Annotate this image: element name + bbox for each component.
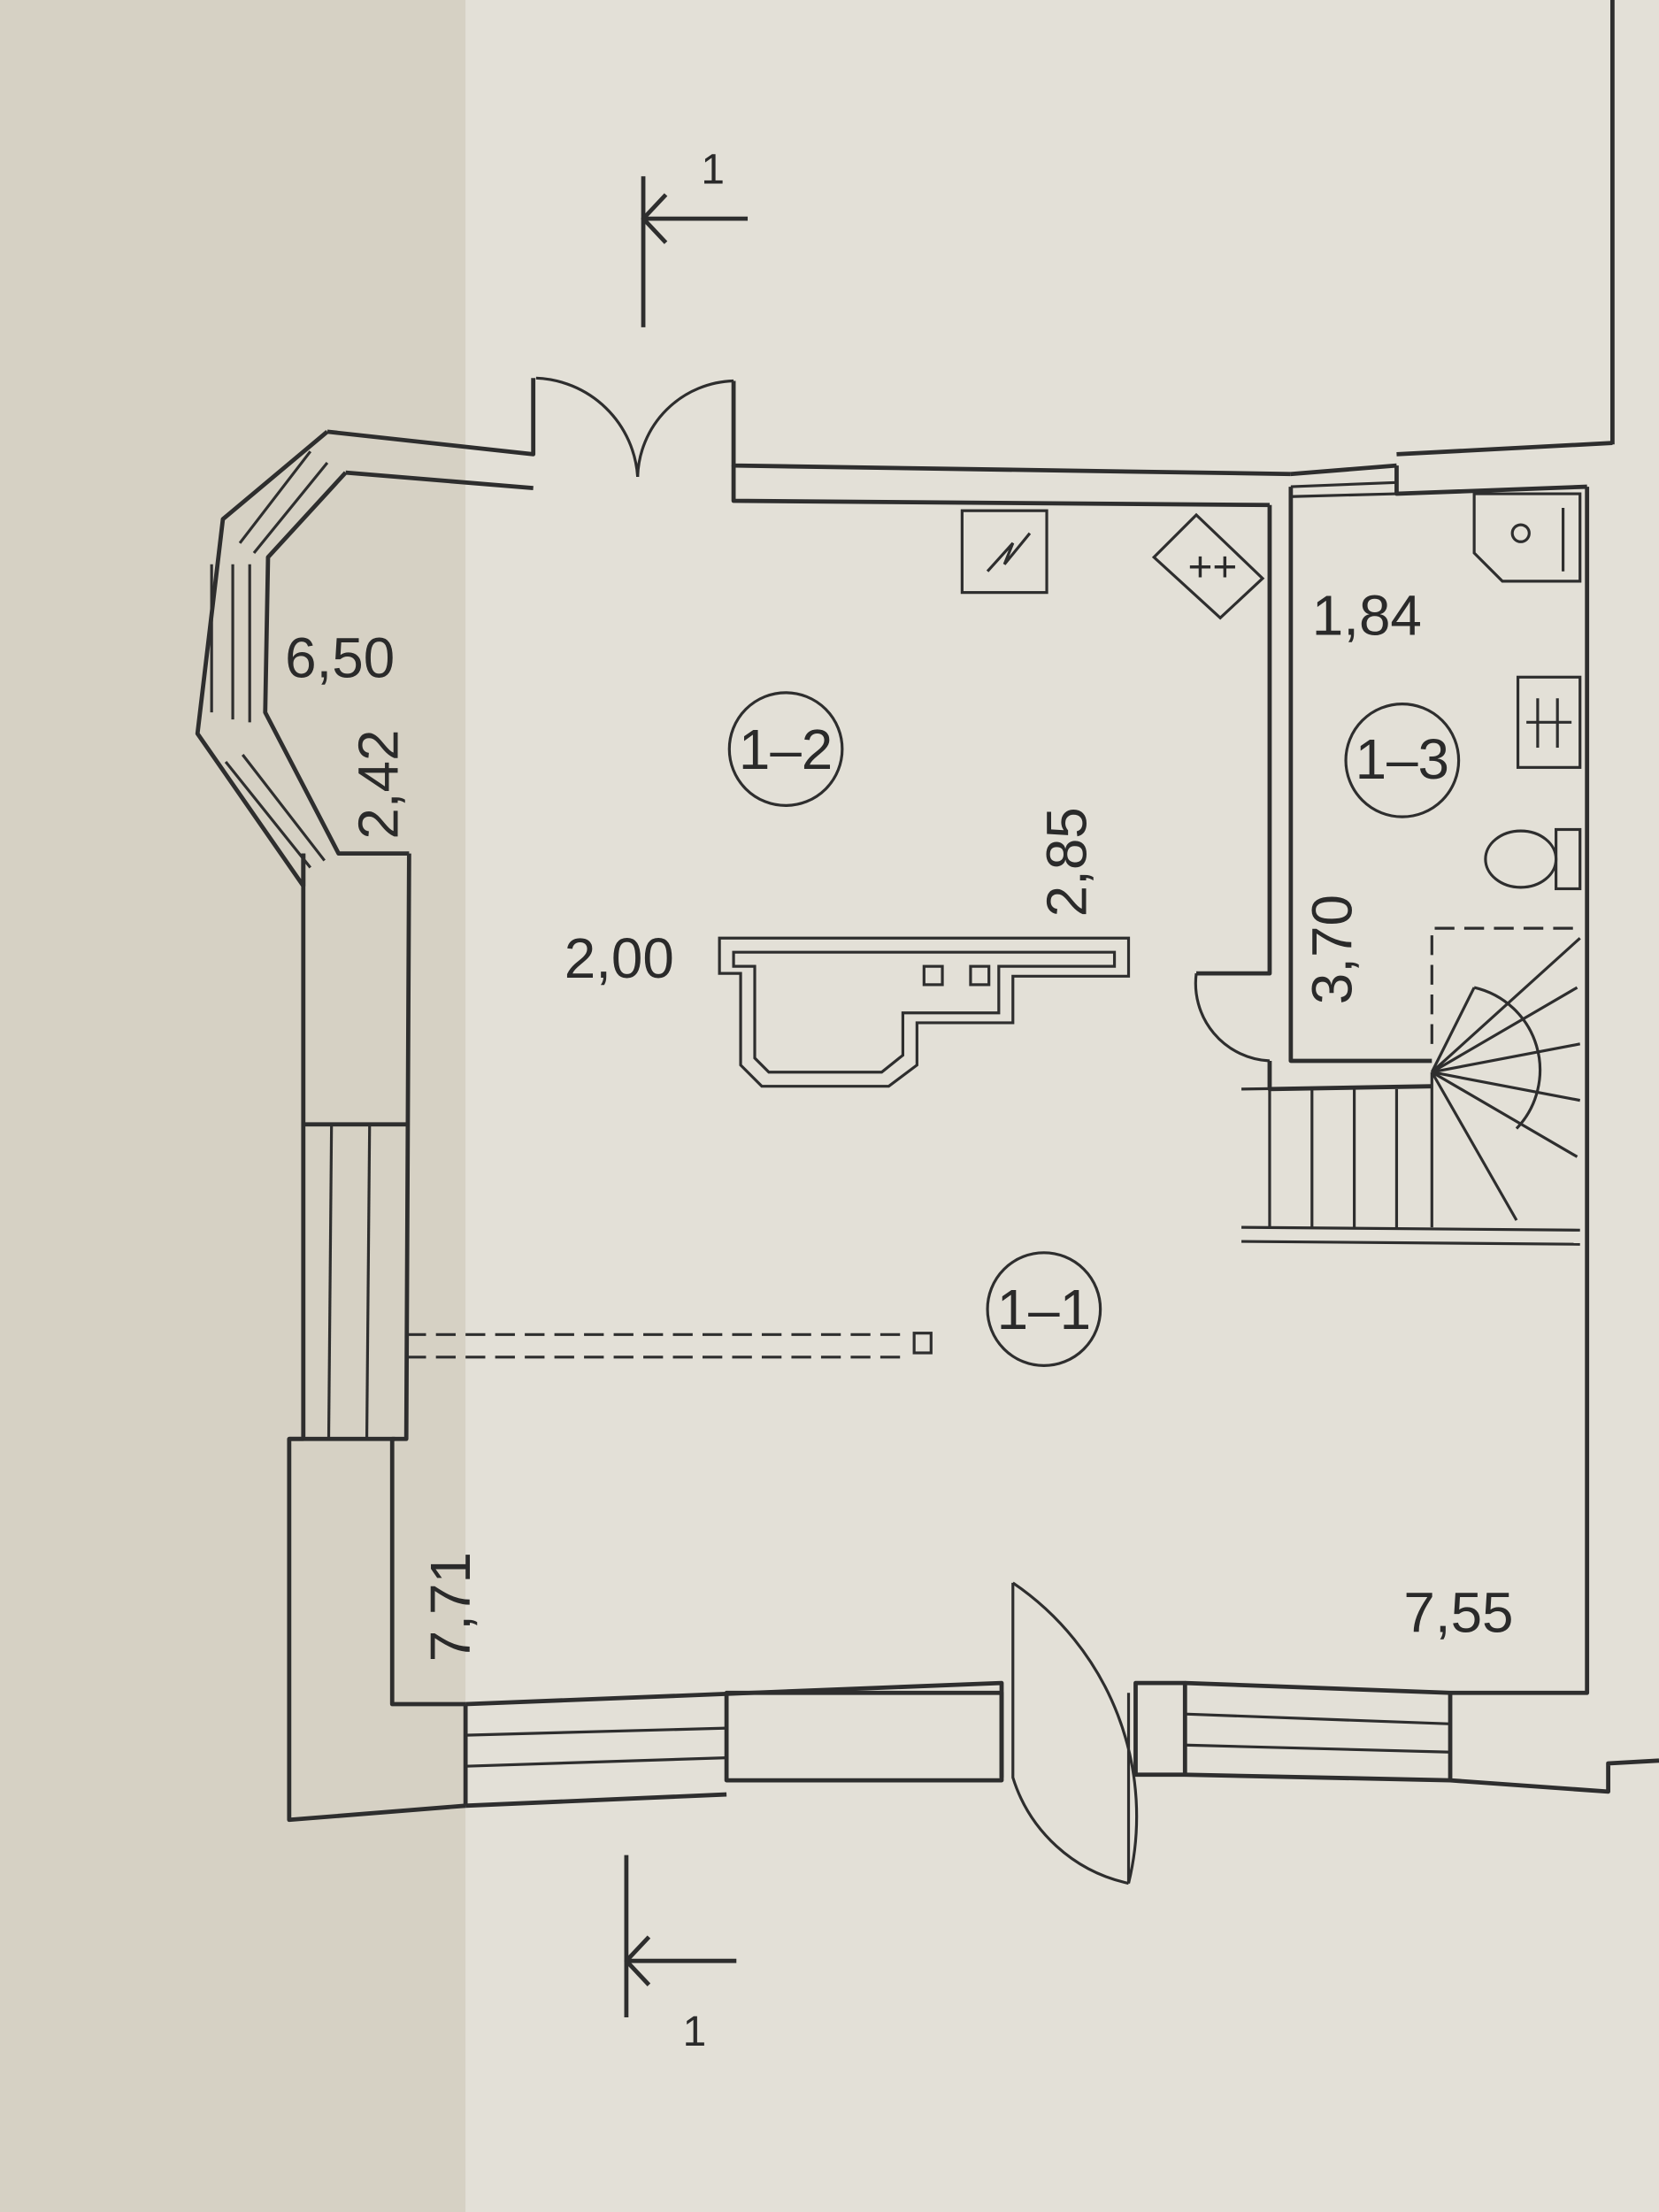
- dim-bay-outer: 6,50: [285, 626, 395, 689]
- dim-bay-inner: 2,42: [347, 730, 411, 840]
- double-door-top: [535, 376, 734, 478]
- section-label-top: 1: [701, 146, 725, 193]
- sink: [1472, 492, 1582, 583]
- room-marker-1-3: 1–3: [1344, 703, 1461, 818]
- section-marker-top: 1: [641, 146, 749, 327]
- electric-panel: [960, 509, 1048, 595]
- paper: [465, 0, 1659, 2212]
- chimney-duct: [406, 1332, 933, 1359]
- left-wall: [287, 853, 466, 1823]
- washing-machine: [1516, 675, 1582, 769]
- dim-left-wall: 7,71: [419, 1552, 482, 1662]
- top-wall: [326, 378, 1613, 508]
- paper-shadow: [0, 0, 466, 2212]
- dim-room-1-3-area: 1,84: [1312, 583, 1422, 647]
- section-marker-bottom: 1: [624, 1855, 737, 2055]
- boiler: ++: [1151, 512, 1265, 620]
- front-wall: [463, 487, 1659, 1809]
- dim-fireplace: 2,00: [565, 926, 674, 990]
- toilet: [1484, 827, 1582, 891]
- svg-text:++: ++: [1187, 544, 1237, 591]
- room-id: 1–3: [1356, 727, 1449, 791]
- room-id: 1–1: [997, 1278, 1091, 1341]
- staircase: [1241, 926, 1581, 1246]
- dim-room-1-2: 2,85: [1035, 807, 1099, 917]
- section-label-bottom: 1: [683, 2008, 707, 2055]
- dim-room-1-3-length: 3,70: [1300, 895, 1363, 1004]
- room-marker-1-2: 1–2: [727, 691, 844, 807]
- room-id: 1–2: [739, 718, 833, 781]
- fireplace: [718, 936, 1131, 1088]
- dim-front-wall: 7,55: [1403, 1581, 1513, 1645]
- room-marker-1-1: 1–1: [986, 1251, 1102, 1367]
- front-door: [1011, 1581, 1139, 1886]
